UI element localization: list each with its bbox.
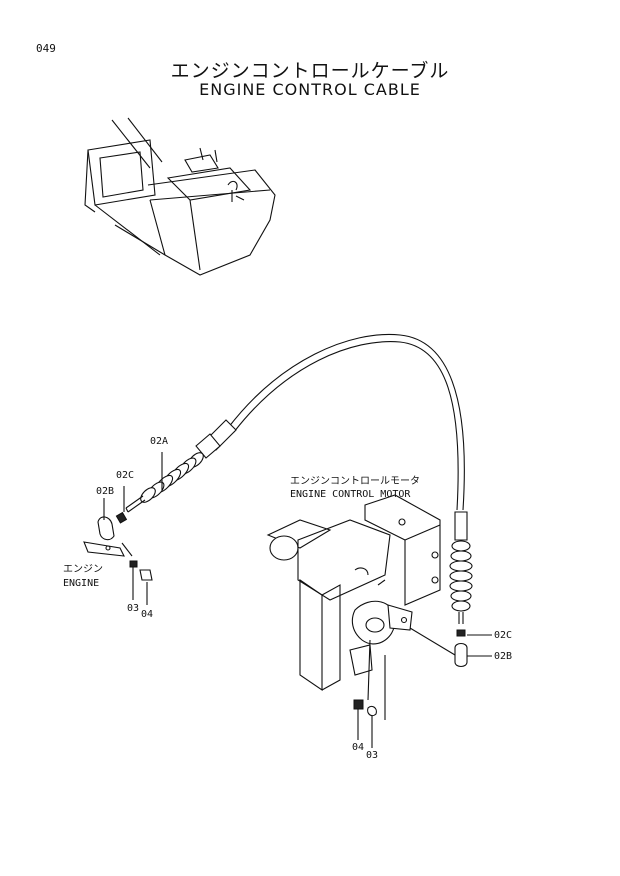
left-rod-end-assembly [83, 511, 153, 605]
label-02a: 02A [150, 436, 169, 447]
cable-arc [227, 333, 465, 511]
label-04-left: 04 [141, 609, 154, 620]
label-03-left: 03 [127, 603, 140, 614]
title-english: ENGINE CONTROL CABLE [199, 80, 421, 99]
label-04-bottom: 04 [352, 742, 365, 753]
label-motor-jp: エンジンコントロールモータ [290, 476, 420, 487]
cable-end-left [125, 419, 237, 513]
label-02c-left: 02C [116, 470, 135, 481]
excavator-illustration [84, 117, 276, 276]
title-japanese: エンジンコントロールケーブル [170, 60, 450, 82]
label-02c-right: 02C [494, 630, 513, 641]
label-02b-left: 02B [96, 486, 115, 497]
label-engine-jp: エンジン [63, 564, 103, 575]
label-03-bottom: 03 [366, 750, 379, 761]
page-number: 049 [36, 42, 56, 55]
cable-end-right [409, 511, 492, 668]
label-engine-en: ENGINE [63, 578, 100, 589]
label-02b-right: 02B [494, 651, 513, 662]
label-motor-en: ENGINE CONTROL MOTOR [290, 489, 411, 500]
engine-control-motor [266, 494, 441, 748]
